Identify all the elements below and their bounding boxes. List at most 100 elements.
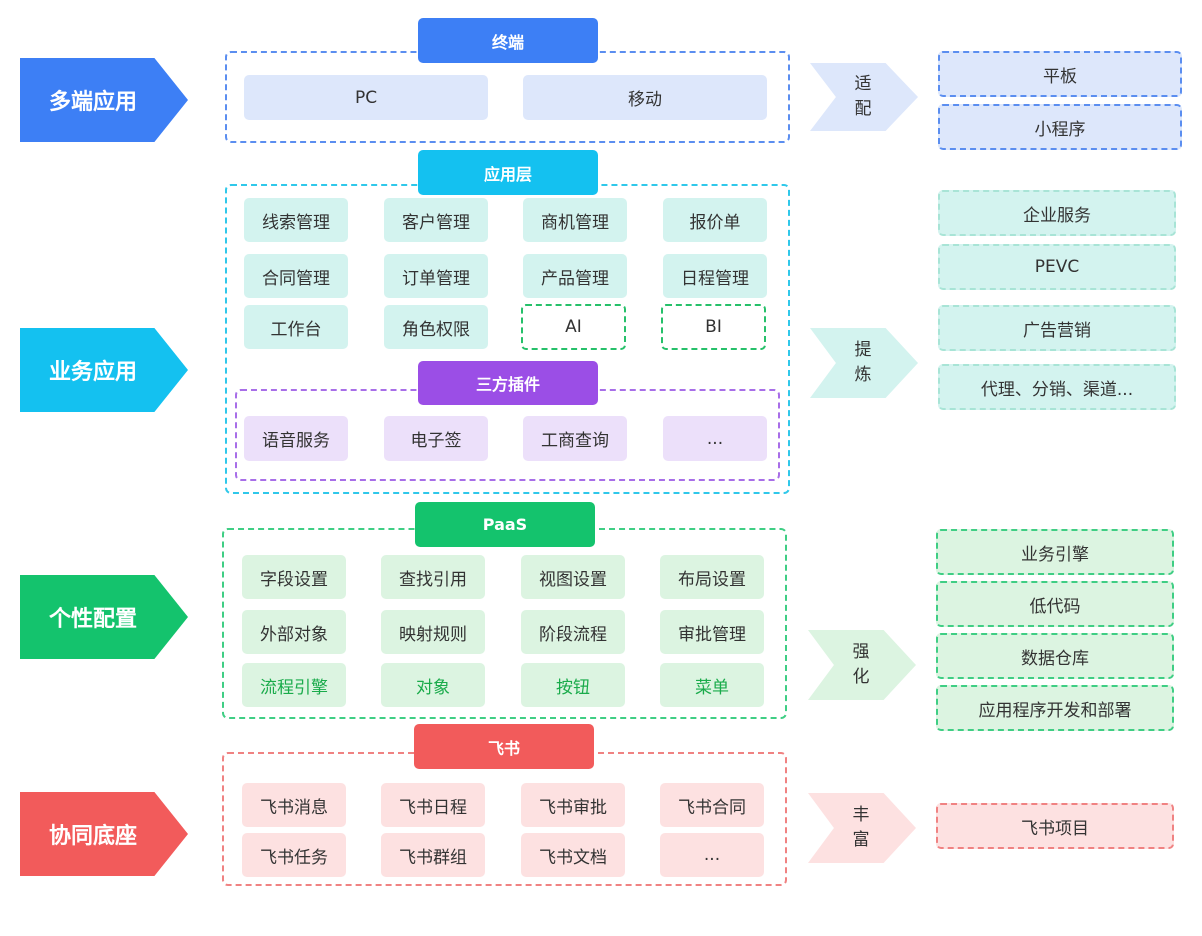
- layer-label-multi-text: 多端应用: [48, 90, 137, 115]
- strengthen-arrow-char-1: 强: [852, 642, 870, 662]
- side-tablet: 平板: [938, 51, 1182, 97]
- paas-cell-views-text: 视图设置: [539, 569, 607, 590]
- paas-cell-approvals: 审批管理: [660, 610, 764, 654]
- feishu-cell-docs-text: 飞书文档: [539, 847, 607, 868]
- app-cell-orders-text: 订单管理: [402, 268, 470, 289]
- app-cell-leads: 线索管理: [244, 198, 348, 242]
- paas-cell-approvals-text: 审批管理: [678, 624, 746, 645]
- layer-label-multi: 多端应用: [20, 58, 188, 142]
- side-feishu-projects-text: 飞书项目: [1021, 818, 1089, 839]
- paas-cell-mapping-text: 映射规则: [399, 624, 467, 645]
- side-enterprise-services: 企业服务: [938, 190, 1176, 236]
- plugin-cell-business-lookup-text: 工商查询: [541, 431, 609, 451]
- feishu-header-text: 飞书: [487, 738, 520, 758]
- app-cell-workbench-text: 工作台: [270, 319, 322, 340]
- app-cell-roles: 角色权限: [384, 305, 488, 349]
- feishu-header: 飞书: [414, 724, 594, 769]
- plugin-cell-voice-text: 语音服务: [262, 431, 330, 451]
- terminal-header: 终端: [418, 18, 598, 63]
- feishu-cell-tasks: 飞书任务: [242, 833, 346, 877]
- app-cell-contracts-text: 合同管理: [262, 268, 330, 289]
- paas-cell-menus: 菜单: [660, 663, 764, 707]
- side-pevc: PEVC: [938, 244, 1176, 290]
- app-cell-quotes: 报价单: [663, 198, 767, 242]
- side-app-dev: 应用程序开发和部署: [936, 685, 1174, 731]
- side-mini-program-text: 小程序: [1034, 119, 1086, 140]
- terminal-cell-mobile-text: 移动: [628, 90, 662, 110]
- app-cell-quotes-text: 报价单: [689, 212, 741, 233]
- app-cell-products: 产品管理: [523, 254, 627, 298]
- paas-cell-mapping: 映射规则: [381, 610, 485, 654]
- paas-cell-fields: 字段设置: [242, 555, 346, 599]
- side-low-code: 低代码: [936, 581, 1174, 627]
- paas-header: PaaS: [415, 502, 595, 547]
- plugin-cell-esign: 电子签: [384, 416, 488, 461]
- side-ad-marketing-text: 广告营销: [1023, 320, 1091, 341]
- app-cell-schedule-text: 日程管理: [681, 268, 749, 289]
- plugin-cell-more-text: ...: [706, 428, 724, 449]
- adapt-arrow-char-2: 配: [854, 99, 872, 119]
- terminal-cell-pc: PC: [244, 75, 488, 120]
- terminal-header-text: 终端: [491, 32, 524, 52]
- app-cell-bi: BI: [661, 304, 766, 350]
- app-cell-products-text: 产品管理: [541, 268, 609, 289]
- feishu-cell-approval-text: 飞书审批: [539, 797, 607, 818]
- adapt-arrow-char-1: 适: [854, 74, 872, 94]
- app-cell-schedule: 日程管理: [663, 254, 767, 298]
- paas-cell-external-objects: 外部对象: [242, 610, 346, 654]
- app-cell-opportunities: 商机管理: [523, 198, 627, 242]
- strengthen-arrow-char-2: 化: [852, 667, 870, 687]
- plugin-cell-esign-text: 电子签: [410, 431, 462, 451]
- paas-cell-stages-text: 阶段流程: [539, 624, 607, 645]
- feishu-cell-messages-text: 飞书消息: [260, 797, 328, 818]
- feishu-cell-messages: 飞书消息: [242, 783, 346, 827]
- app-cell-ai: AI: [521, 304, 626, 350]
- layer-label-custom: 个性配置: [20, 575, 188, 659]
- side-business-engine: 业务引擎: [936, 529, 1174, 575]
- refine-arrow: 提 炼: [810, 328, 918, 398]
- paas-cell-objects: 对象: [381, 663, 485, 707]
- app-cell-workbench: 工作台: [244, 305, 348, 349]
- plugin-header-text: 三方插件: [475, 375, 540, 394]
- app-cell-orders: 订单管理: [384, 254, 488, 298]
- feishu-cell-docs: 飞书文档: [521, 833, 625, 877]
- terminal-cell-mobile: 移动: [523, 75, 767, 120]
- feishu-cell-more: ...: [660, 833, 764, 877]
- side-ad-marketing: 广告营销: [938, 305, 1176, 351]
- side-low-code-text: 低代码: [1029, 596, 1081, 617]
- app-cell-leads-text: 线索管理: [262, 212, 330, 233]
- side-pevc-text: PEVC: [1034, 257, 1080, 277]
- paas-cell-layout: 布局设置: [660, 555, 764, 599]
- paas-cell-lookup-text: 查找引用: [399, 569, 467, 590]
- plugin-cell-voice: 语音服务: [244, 416, 348, 461]
- feishu-cell-calendar: 飞书日程: [381, 783, 485, 827]
- side-mini-program: 小程序: [938, 104, 1182, 150]
- enrich-arrow-char-1: 丰: [852, 805, 870, 825]
- paas-cell-buttons: 按钮: [521, 663, 625, 707]
- layer-label-collab-text: 协同底座: [48, 824, 137, 849]
- paas-cell-flow-engine-text: 流程引擎: [260, 677, 328, 698]
- side-tablet-text: 平板: [1043, 66, 1077, 87]
- paas-header-text: PaaS: [482, 515, 528, 534]
- side-enterprise-services-text: 企业服务: [1023, 205, 1091, 226]
- enrich-arrow-char-2: 富: [852, 830, 870, 850]
- paas-cell-objects-text: 对象: [416, 677, 450, 698]
- paas-cell-stages: 阶段流程: [521, 610, 625, 654]
- paas-cell-layout-text: 布局设置: [678, 569, 746, 590]
- app-cell-customers-text: 客户管理: [402, 212, 470, 233]
- side-channels-text: 代理、分销、渠道...: [980, 379, 1134, 400]
- feishu-cell-approval: 飞书审批: [521, 783, 625, 827]
- layer-label-business-text: 业务应用: [48, 360, 137, 385]
- plugin-header: 三方插件: [418, 361, 598, 405]
- refine-arrow-char-1: 提: [854, 340, 872, 360]
- side-data-warehouse: 数据仓库: [936, 633, 1174, 679]
- layer-label-business: 业务应用: [20, 328, 188, 412]
- app-cell-roles-text: 角色权限: [402, 319, 470, 340]
- adapt-arrow: 适 配: [810, 63, 918, 131]
- strengthen-arrow: 强 化: [808, 630, 916, 700]
- paas-cell-fields-text: 字段设置: [260, 569, 328, 590]
- refine-arrow-char-2: 炼: [854, 365, 872, 385]
- side-feishu-projects: 飞书项目: [936, 803, 1174, 849]
- paas-cell-external-objects-text: 外部对象: [260, 624, 328, 645]
- paas-cell-menus-text: 菜单: [695, 677, 729, 698]
